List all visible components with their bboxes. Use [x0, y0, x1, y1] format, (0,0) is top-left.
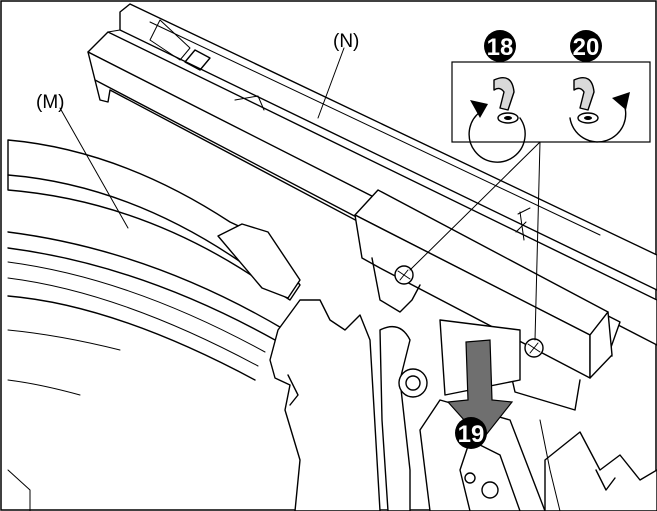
step-badge-20: 20: [570, 30, 602, 62]
step-number-20: 20: [573, 34, 600, 61]
arm-m: [7, 139, 301, 511]
step-badge-18: 18: [484, 30, 516, 62]
clamp-bracket: [354, 189, 613, 411]
lower-mechanism: [269, 299, 657, 511]
rotation-panel: [451, 61, 651, 163]
label-n: (N): [333, 31, 359, 52]
rotate-clockwise-icon: [569, 77, 630, 143]
step-badge-19: 19: [455, 417, 487, 449]
step-number-18: 18: [487, 34, 514, 61]
down-arrow-icon: [446, 339, 514, 441]
step-number-19: 19: [458, 421, 485, 448]
leader-lines: [59, 47, 541, 341]
rotate-counterclockwise-icon: [468, 77, 526, 163]
bolt-head: [398, 368, 428, 398]
label-m: (M): [36, 92, 64, 113]
